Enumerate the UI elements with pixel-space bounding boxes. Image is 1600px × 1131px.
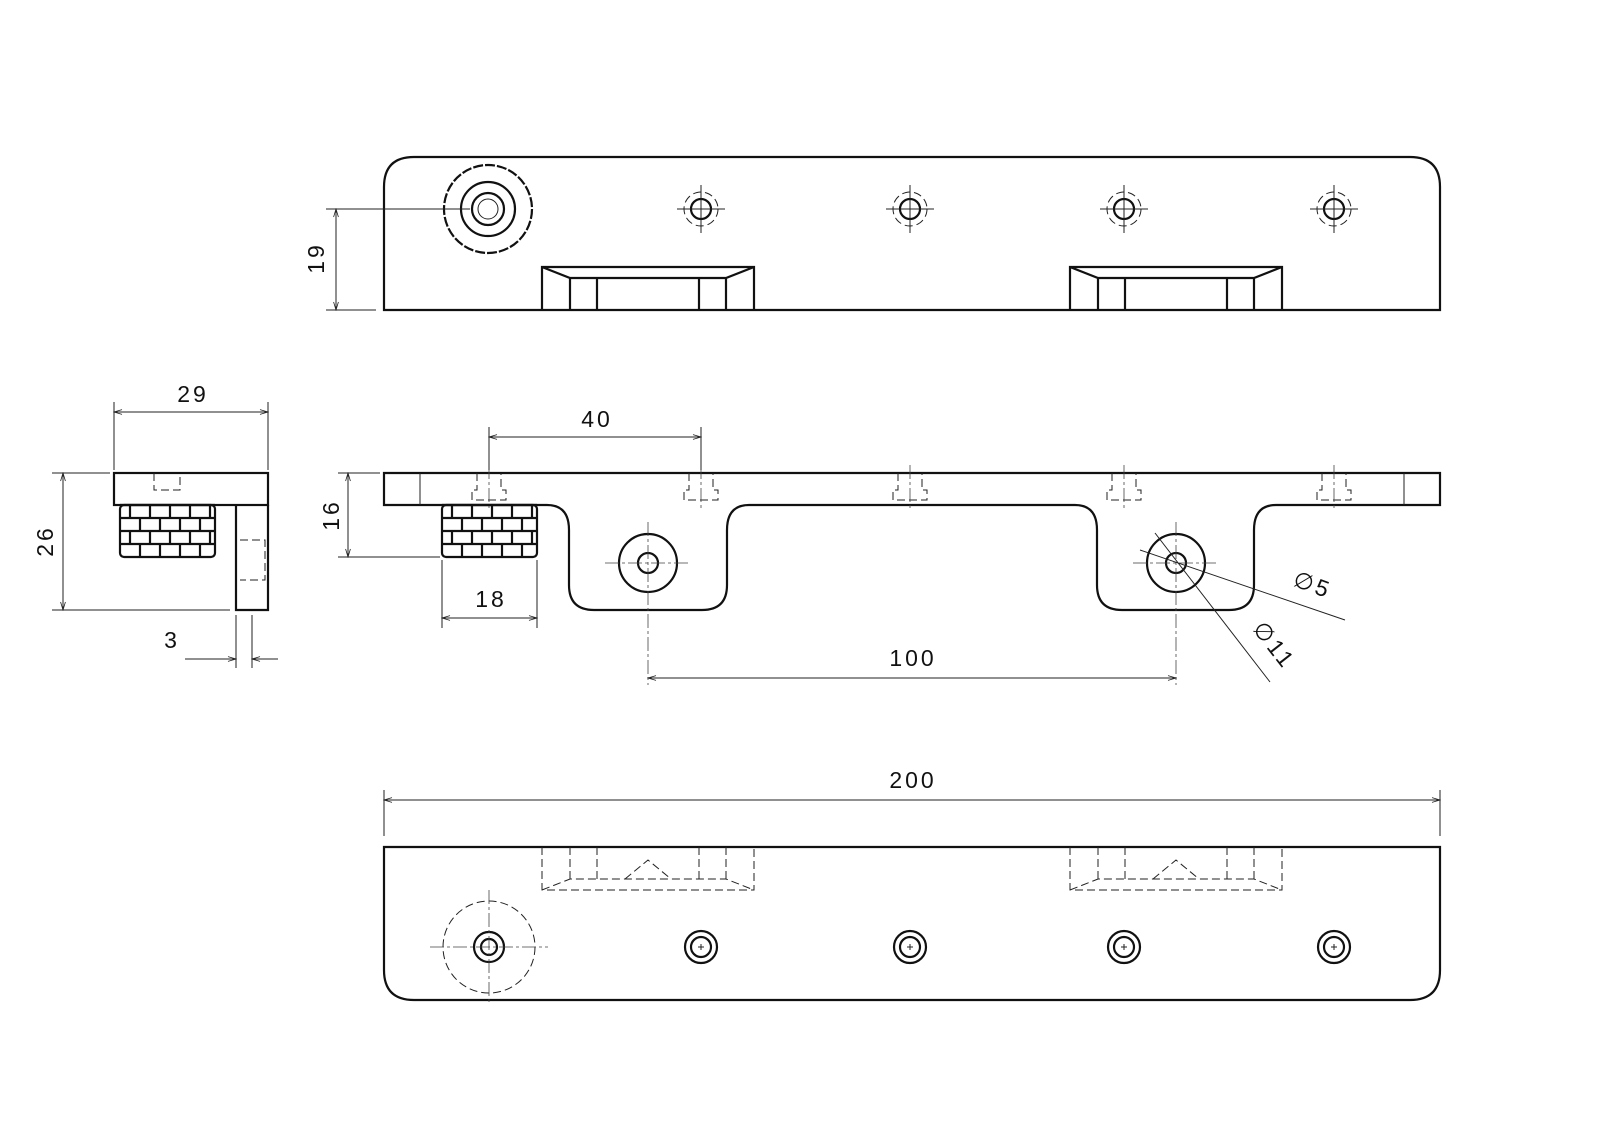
front-view-outline <box>382 471 1442 612</box>
dim-label-40: 40 <box>581 406 613 432</box>
slot-right-top <box>1068 265 1284 310</box>
countersunk-hole-icon <box>1310 185 1358 233</box>
dim-16: 16 <box>318 473 440 557</box>
side-leg <box>234 505 270 612</box>
dim-26: 26 <box>32 473 230 610</box>
tab-hole-right <box>1133 522 1346 685</box>
dim-label-16: 16 <box>318 499 344 531</box>
side-knurl <box>118 503 217 559</box>
dim-40: 40 <box>489 406 701 470</box>
bottom-view: 200 <box>382 767 1442 1004</box>
dim-label-19: 19 <box>303 242 329 274</box>
dim-label-diameter-11: ∅11 <box>1248 616 1301 674</box>
top-view: 19 <box>303 155 1442 312</box>
hole-icon <box>683 929 719 965</box>
dim-label-diameter-5: ∅5 <box>1290 566 1335 604</box>
hole-icon <box>1316 929 1352 965</box>
slot-right-hidden <box>1069 847 1283 891</box>
top-view-outline <box>382 155 1442 312</box>
bottom-view-outline <box>382 845 1442 1002</box>
knob-hidden-bottom <box>430 890 548 1004</box>
dim-200: 200 <box>384 767 1440 836</box>
tab-hole-left <box>605 522 691 685</box>
dim-label-26: 26 <box>32 525 58 557</box>
top-holes <box>677 185 1358 233</box>
bottom-holes <box>683 929 1352 965</box>
dim-29: 29 <box>114 381 268 470</box>
front-knurl <box>440 503 539 559</box>
dim-19: 19 <box>303 209 470 310</box>
dim-label-3: 3 <box>164 627 180 653</box>
hole-icon <box>1106 929 1142 965</box>
hole-icon <box>892 929 928 965</box>
dim-100: 100 <box>648 645 1176 678</box>
dim-label-29: 29 <box>177 381 209 407</box>
countersunk-hole-icon <box>1100 185 1148 233</box>
dim-18: 18 <box>442 560 537 628</box>
side-view: 29 26 3 <box>32 381 278 668</box>
dim-label-18: 18 <box>475 586 507 612</box>
dim-label-200: 200 <box>889 767 936 793</box>
dim-label-100: 100 <box>889 645 936 671</box>
slot-left-hidden <box>541 847 755 891</box>
slot-left-top <box>540 265 756 310</box>
countersunk-hole-icon <box>886 185 934 233</box>
countersunk-hole-icon <box>677 185 725 233</box>
front-hidden-holes <box>471 465 1352 510</box>
dim-3: 3 <box>164 615 278 668</box>
front-view: ∅5 ∅11 40 16 18 100 <box>318 406 1442 685</box>
side-top-block <box>112 471 270 507</box>
